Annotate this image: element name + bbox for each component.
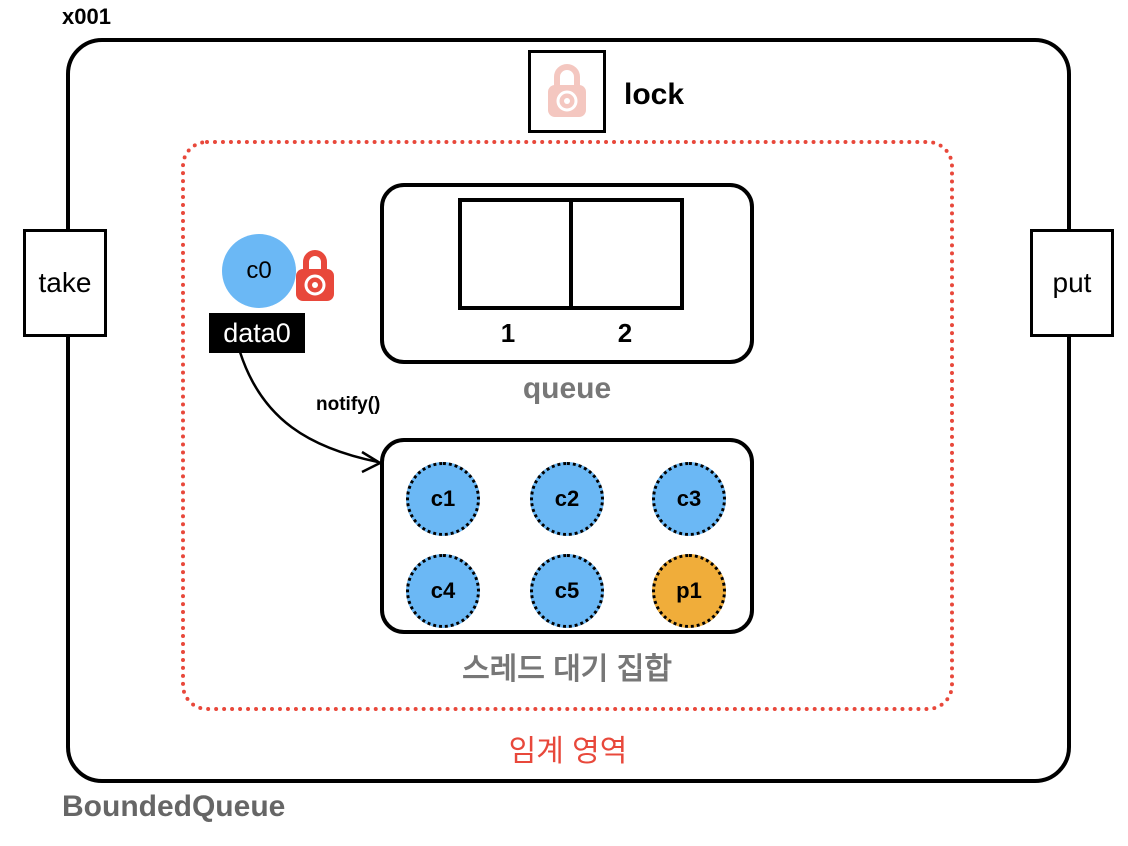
put-label: put — [1052, 267, 1092, 298]
queue-slots — [458, 198, 684, 310]
put-method-box: put — [1030, 229, 1114, 337]
lock-box — [528, 50, 606, 133]
thread-label: c5 — [554, 578, 580, 603]
queue-label: queue — [522, 372, 612, 405]
thread-p1: p1 — [652, 554, 726, 628]
wait-set-label: 스레드 대기 집합 — [462, 653, 672, 686]
queue-slot-number: 2 — [617, 318, 633, 348]
thread-c5: c5 — [530, 554, 604, 628]
queue-box — [380, 183, 754, 364]
wait-set-box — [380, 438, 754, 634]
critical-region-label: 임계 영역 — [508, 735, 628, 768]
thread-c4: c4 — [406, 554, 480, 628]
queue-slot-2 — [569, 202, 680, 306]
thread-c0-label: c0 — [246, 257, 272, 284]
thread-label: p1 — [676, 578, 702, 603]
thread-c2: c2 — [530, 462, 604, 536]
critical-region-box — [181, 140, 954, 711]
lock-label: lock — [624, 78, 685, 111]
data0-label: data0 — [209, 313, 305, 353]
thread-c3: c3 — [652, 462, 726, 536]
padlock-icon — [548, 64, 586, 117]
take-method-box: take — [23, 229, 107, 337]
thread-label: c4 — [430, 578, 456, 603]
thread-c1: c1 — [406, 462, 480, 536]
instance-id: x001 — [62, 4, 111, 29]
thread-c0: c0 — [222, 234, 296, 308]
thread-label: c3 — [676, 486, 702, 511]
class-name: BoundedQueue — [62, 790, 286, 823]
bounded-queue-box — [66, 38, 1071, 783]
notify-label: notify() — [316, 394, 381, 415]
take-label: take — [38, 267, 92, 298]
thread-label: c1 — [430, 486, 456, 511]
queue-slot-number: 1 — [500, 318, 516, 348]
padlock-icon — [296, 250, 334, 301]
thread-label: c2 — [554, 486, 580, 511]
